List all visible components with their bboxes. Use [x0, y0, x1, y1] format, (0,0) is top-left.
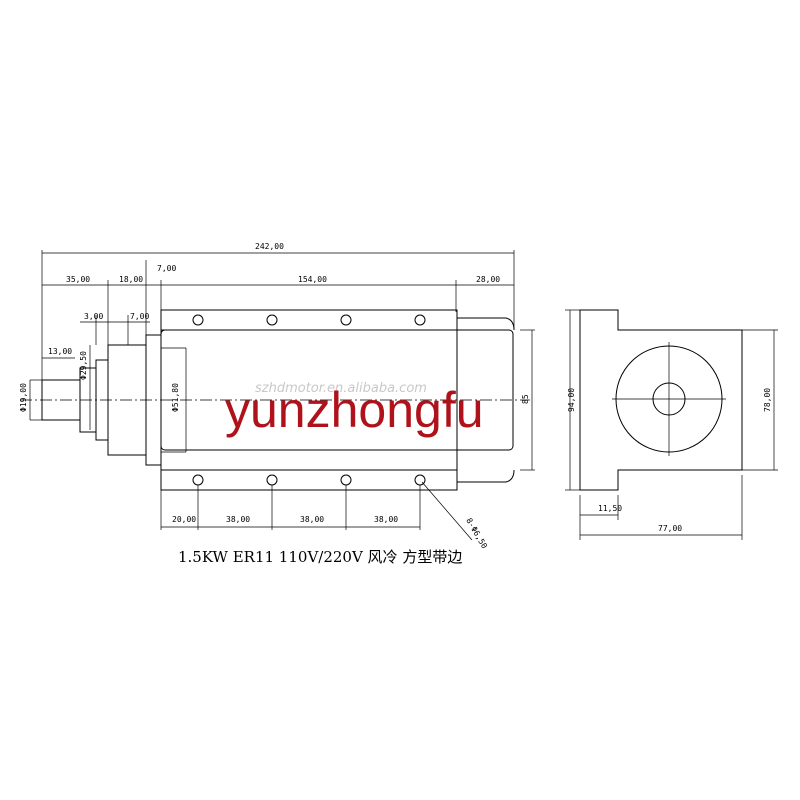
dim-end-width: 77,00 [658, 524, 682, 533]
dim-bottom-20: 20,00 [172, 515, 196, 524]
dim-end-flange: 11,50 [598, 504, 622, 513]
dim-end-inner-height: 78,00 [763, 388, 772, 412]
dim-shaft-dia: Φ19,00 [19, 383, 28, 412]
dim-height-85: 85 [521, 394, 530, 404]
dim-seg-7: 7,00 [157, 264, 176, 273]
dim-body-dia: Φ51,80 [171, 383, 180, 412]
dim-seg-left: 35,00 [66, 275, 90, 284]
hole-bottom-2 [266, 474, 278, 486]
dim-bottom-38c: 38,00 [374, 515, 398, 524]
dim-bottom-38b: 38,00 [300, 515, 324, 524]
dim-end-height: 94,00 [567, 388, 576, 412]
end-view: 94,00 78,00 11,50 77,00 [565, 309, 778, 540]
dim-small-7: 7,00 [130, 312, 149, 321]
hole-bottom-1 [192, 474, 204, 486]
watermark: szhdmotor.en.alibaba.com [255, 381, 427, 396]
hole-bottom-3 [340, 474, 352, 486]
hole-top-4 [414, 314, 426, 326]
dim-holes: 8-Φ6,50 [464, 517, 489, 551]
dim-seg-18: 18,00 [119, 275, 143, 284]
dim-overall-length: 242,00 [255, 242, 284, 251]
hole-top-2 [266, 314, 278, 326]
segment-dimensions: 35,00 18,00 7,00 154,00 28,00 [42, 260, 514, 350]
dim-small-3: 3,00 [84, 312, 103, 321]
bottom-dimensions: 20,00 38,00 38,00 38,00 8-Φ6,50 [160, 481, 489, 551]
hole-top-3 [340, 314, 352, 326]
dim-seg-body: 154,00 [298, 275, 327, 284]
overall-dimension: 242,00 [41, 242, 515, 400]
dim-bottom-38a: 38,00 [226, 515, 250, 524]
drawing-caption: 1.5KW ER11 110V/220V 风冷 方型带边 [178, 548, 462, 566]
dim-seg-right: 28,00 [476, 275, 500, 284]
small-dimensions: 3,00 7,00 13,00 [42, 312, 150, 359]
hole-top-1 [192, 314, 204, 326]
dim-collar-dia: Φ29,50 [79, 351, 88, 380]
brand-overlay: yunzhongfu [225, 382, 484, 438]
dim-shaft-len: 13,00 [48, 347, 72, 356]
